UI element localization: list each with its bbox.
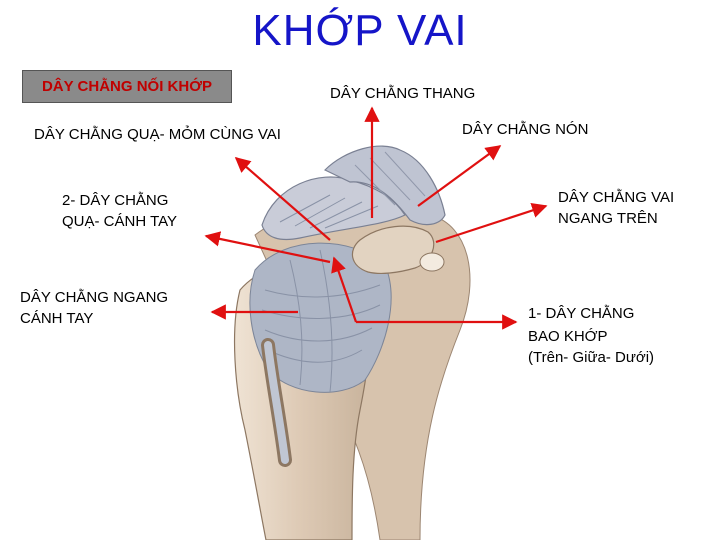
label-ngang-canh-1: DÂY CHẰNG NGANG — [20, 289, 169, 306]
label-non: DÂY CHẰNG NÓN — [462, 121, 589, 138]
label-box-ligament: DÂY CHẰNG NỐI KHỚP — [22, 70, 232, 103]
page-title: KHỚP VAI — [252, 6, 468, 55]
label-bao-khop-1: 1- DÂY CHẰNG — [528, 305, 635, 322]
arrow-non — [417, 145, 502, 207]
arrow-qua-canh — [204, 231, 331, 264]
coracoid-tip-shape — [419, 252, 445, 272]
arrow-bao-khop-up — [331, 256, 358, 323]
label-ngang-canh-2: CÁNH TAY — [20, 310, 94, 327]
acromion-shape — [261, 176, 406, 241]
capsule-shape — [249, 242, 392, 393]
label-vai-ngang-2: NGANG TRÊN — [558, 210, 658, 227]
pointer-arrows — [204, 106, 548, 330]
coracoid-shape — [351, 225, 435, 274]
clavicle-fibers — [354, 151, 426, 206]
label-bao-khop-2: BAO KHỚP — [528, 328, 608, 345]
clavicle-shape — [323, 145, 446, 226]
label-qua-canh-1: 2- DÂY CHẰNG — [62, 192, 169, 209]
label-qua-mom: DÂY CHẰNG QUẠ- MỎM CÙNG VAI — [34, 126, 281, 143]
label-bao-khop-3: (Trên- Giữa- Dưới) — [528, 349, 655, 366]
arrow-vai-ngang — [435, 202, 548, 244]
acromion-ligament-fibers — [279, 194, 379, 229]
arrow-qua-mom — [234, 156, 331, 241]
label-thang: DÂY CHẰNG THANG — [330, 85, 476, 102]
label-vai-ngang-1: DÂY CHẰNG VAI — [558, 189, 675, 206]
label-qua-canh-2: QUẠ- CÁNH TAY — [62, 213, 178, 230]
capsule-fibers — [261, 249, 381, 393]
